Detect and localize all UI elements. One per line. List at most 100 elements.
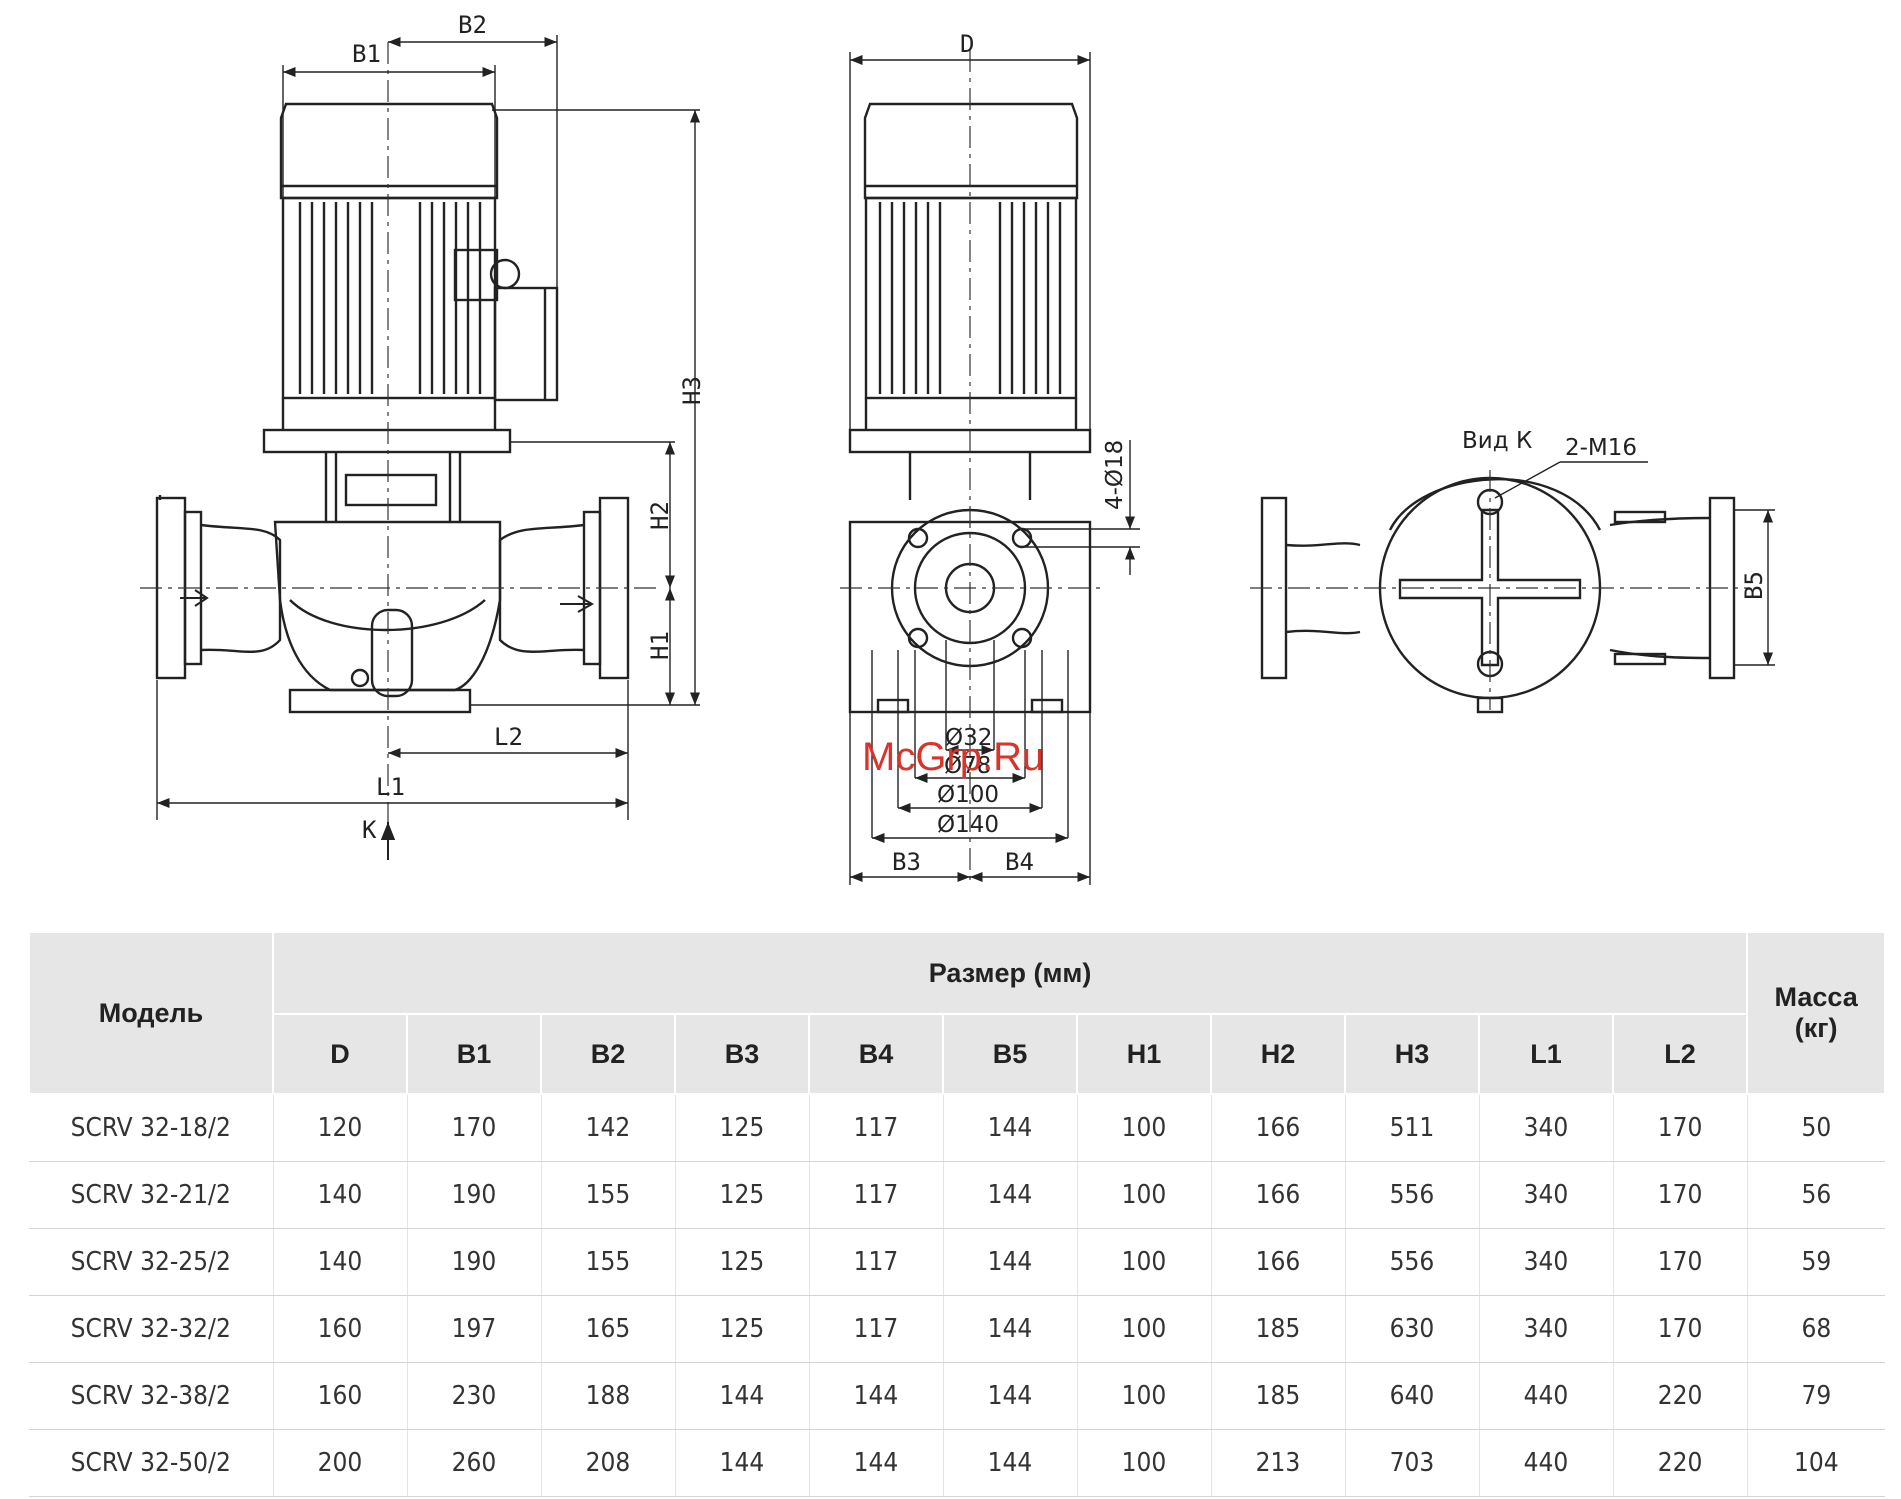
dimension-cell: 100 [1076, 1228, 1211, 1296]
column-header: B3 [674, 1013, 810, 1095]
label-d32: Ø32 [945, 725, 992, 751]
side-motor-body [864, 196, 1078, 400]
label-k: K [362, 816, 377, 844]
label-holes: 4-Ø18 [1102, 440, 1128, 510]
label-l2: L2 [494, 723, 523, 751]
label-b3: B3 [892, 848, 921, 876]
model-cell: SCRV 32-21/2 [29, 1161, 273, 1229]
label-d: D [960, 30, 974, 58]
model-cell: SCRV 32-50/2 [29, 1429, 273, 1497]
label-h3: H3 [678, 376, 706, 405]
drawings-svg: B1 B2 H3 H2 H1 L2 L1 K [140, 11, 1775, 885]
column-header: L2 [1611, 1013, 1749, 1095]
pump-casing [273, 520, 502, 714]
dimension-cell: 100 [1076, 1429, 1211, 1497]
column-header: H1 [1076, 1013, 1212, 1095]
model-cell: SCRV 32-32/2 [29, 1295, 273, 1363]
dimension-cell: 440 [1478, 1429, 1613, 1497]
dimension-cell: 100 [1076, 1295, 1211, 1363]
label-d140: Ø140 [937, 812, 999, 838]
header-model: Модель [28, 931, 274, 1095]
dimension-cell: 630 [1344, 1295, 1479, 1363]
mass-cell: 56 [1746, 1161, 1886, 1229]
front-centerlines [140, 42, 660, 860]
dimension-cell: 170 [406, 1094, 541, 1162]
model-cell: SCRV 32-38/2 [29, 1362, 273, 1430]
column-header: H3 [1344, 1013, 1480, 1095]
side-motor-cap [863, 102, 1079, 200]
left-flange [155, 495, 282, 680]
mass-cell: 68 [1746, 1295, 1886, 1363]
dimension-cell: 703 [1344, 1429, 1479, 1497]
dimension-cell: 230 [406, 1362, 541, 1430]
column-header: L1 [1478, 1013, 1614, 1095]
dimension-cell: 220 [1612, 1429, 1748, 1497]
motor-body [281, 196, 559, 402]
dimension-cell: 117 [808, 1228, 943, 1296]
dimension-cell: 117 [808, 1094, 943, 1162]
dimension-cell: 144 [674, 1429, 809, 1497]
dimension-cell: 170 [1612, 1094, 1748, 1162]
dimension-cell: 144 [942, 1295, 1077, 1363]
dimension-cell: 100 [1076, 1362, 1211, 1430]
dimension-cell: 556 [1344, 1228, 1479, 1296]
dimension-cell: 185 [1210, 1362, 1345, 1430]
dimension-cell: 190 [406, 1161, 541, 1229]
watermark: McGrp.Ru [862, 735, 1044, 779]
dimension-cell: 166 [1210, 1094, 1345, 1162]
dimension-cell: 340 [1478, 1094, 1613, 1162]
model-cell: SCRV 32-25/2 [29, 1228, 273, 1296]
view-k-centerlines [1250, 470, 1750, 710]
dimension-cell: 125 [674, 1295, 809, 1363]
view-k-dimensions [1494, 461, 1775, 666]
label-l1: L1 [376, 773, 405, 801]
label-b2: B2 [458, 11, 487, 39]
dimension-cell: 170 [1612, 1295, 1748, 1363]
column-header: B1 [406, 1013, 542, 1095]
dimension-cell: 160 [272, 1362, 407, 1430]
technical-drawings: B1 B2 H3 H2 H1 L2 L1 K [140, 11, 1775, 885]
dimension-cell: 220 [1612, 1362, 1748, 1430]
dimension-cell: 120 [272, 1094, 407, 1162]
dimension-cell: 165 [540, 1295, 675, 1363]
dimension-cell: 144 [942, 1362, 1077, 1430]
column-header: B2 [540, 1013, 676, 1095]
label-h1: H1 [646, 631, 674, 660]
motor-cap [279, 102, 499, 200]
view-k-title: Вид К [1462, 428, 1532, 454]
dimension-cell: 200 [272, 1429, 407, 1497]
dimension-cell: 340 [1478, 1228, 1613, 1296]
dimension-cell: 166 [1210, 1161, 1345, 1229]
view-k [1260, 476, 1736, 714]
mass-cell: 79 [1746, 1362, 1886, 1430]
model-cell: SCRV 32-18/2 [29, 1094, 273, 1162]
dimension-cell: 155 [540, 1161, 675, 1229]
view-k-cross [1398, 508, 1582, 667]
dimension-cell: 208 [540, 1429, 675, 1497]
dimension-cell: 640 [1344, 1362, 1479, 1430]
dimension-cell: 125 [674, 1228, 809, 1296]
header-size: Размер (мм) [271, 931, 1749, 1015]
column-header: H2 [1210, 1013, 1346, 1095]
dimension-cell: 144 [942, 1094, 1077, 1162]
label-b4: B4 [1005, 848, 1034, 876]
dimension-cell: 140 [272, 1228, 407, 1296]
front-dimensions [156, 35, 701, 860]
dimension-cell: 140 [272, 1161, 407, 1229]
dimension-cell: 170 [1612, 1161, 1748, 1229]
dimension-cell: 144 [942, 1429, 1077, 1497]
dimension-cell: 188 [540, 1362, 675, 1430]
label-d78: Ø78 [944, 753, 991, 779]
dimension-cell: 142 [540, 1094, 675, 1162]
column-header: D [272, 1013, 408, 1095]
side-dimensions [849, 52, 1140, 885]
